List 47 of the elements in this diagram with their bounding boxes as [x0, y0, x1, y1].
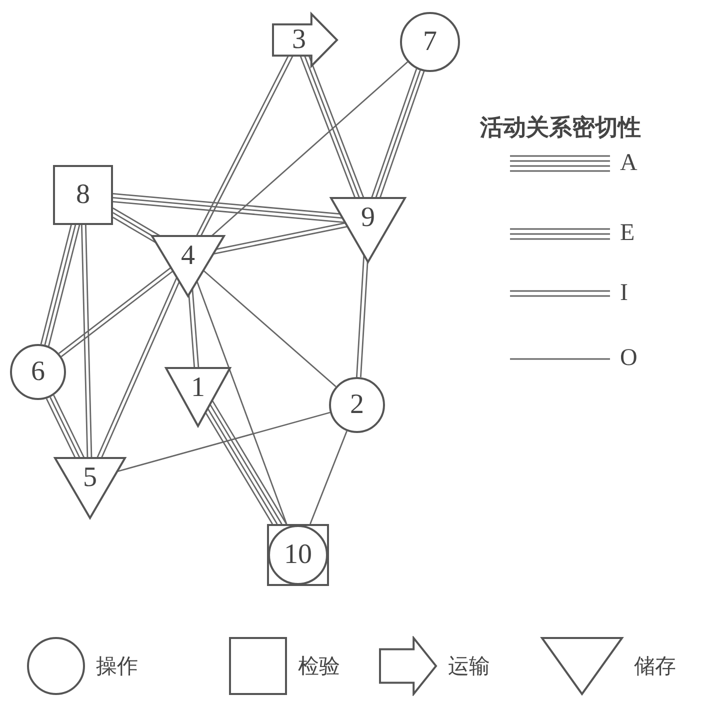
- storage-triangle: [166, 368, 230, 426]
- relationship-line: [81, 224, 92, 459]
- node-number: 7: [423, 28, 437, 56]
- legend-label: 储存: [634, 653, 676, 680]
- operation-circle: [10, 344, 66, 400]
- operation-circle: [329, 377, 385, 433]
- legend-label: I: [620, 280, 628, 307]
- node-number: 10: [284, 541, 312, 569]
- legend-label: 检验: [298, 653, 340, 680]
- relationship-line: [212, 222, 348, 255]
- legend-label: E: [620, 220, 635, 247]
- relationship-line: [196, 54, 294, 237]
- node-number: 5: [83, 464, 97, 492]
- legend-title: 活动关系密切性: [480, 114, 641, 143]
- node-number: 9: [361, 204, 375, 232]
- node-number: 1: [191, 374, 205, 402]
- relationship-line: [204, 400, 288, 525]
- relationship-line: [211, 61, 408, 237]
- relationship-line: [202, 270, 336, 388]
- node-number: 2: [350, 391, 364, 419]
- relationship-line: [188, 288, 200, 369]
- legend-label: O: [620, 345, 638, 372]
- relationship-line: [196, 280, 288, 524]
- node-number: 8: [76, 181, 90, 209]
- legend-label: 运输: [448, 653, 490, 680]
- inspection-operation-square: [267, 524, 329, 586]
- transport-arrow-shape: [273, 14, 337, 66]
- relationship-line: [40, 224, 80, 347]
- relationship-line: [112, 193, 346, 224]
- legend-label: 操作: [96, 653, 138, 680]
- relationship-line: [300, 54, 364, 199]
- relationship-line: [370, 68, 425, 199]
- relationship-line: [46, 394, 85, 459]
- node-number: 4: [181, 242, 195, 270]
- relationship-line: [116, 412, 330, 472]
- inspection-square: [53, 165, 113, 225]
- storage-triangle: [152, 236, 224, 296]
- legend-label: A: [620, 150, 638, 177]
- node-number: 6: [31, 358, 45, 386]
- relationship-line: [96, 276, 180, 459]
- relationship-line: [310, 430, 348, 524]
- node-number: 3: [292, 26, 306, 54]
- operation-circle: [400, 12, 460, 72]
- relationship-line: [58, 266, 174, 358]
- storage-triangle: [331, 198, 405, 262]
- relationship-line: [112, 207, 161, 244]
- storage-triangle: [55, 458, 125, 518]
